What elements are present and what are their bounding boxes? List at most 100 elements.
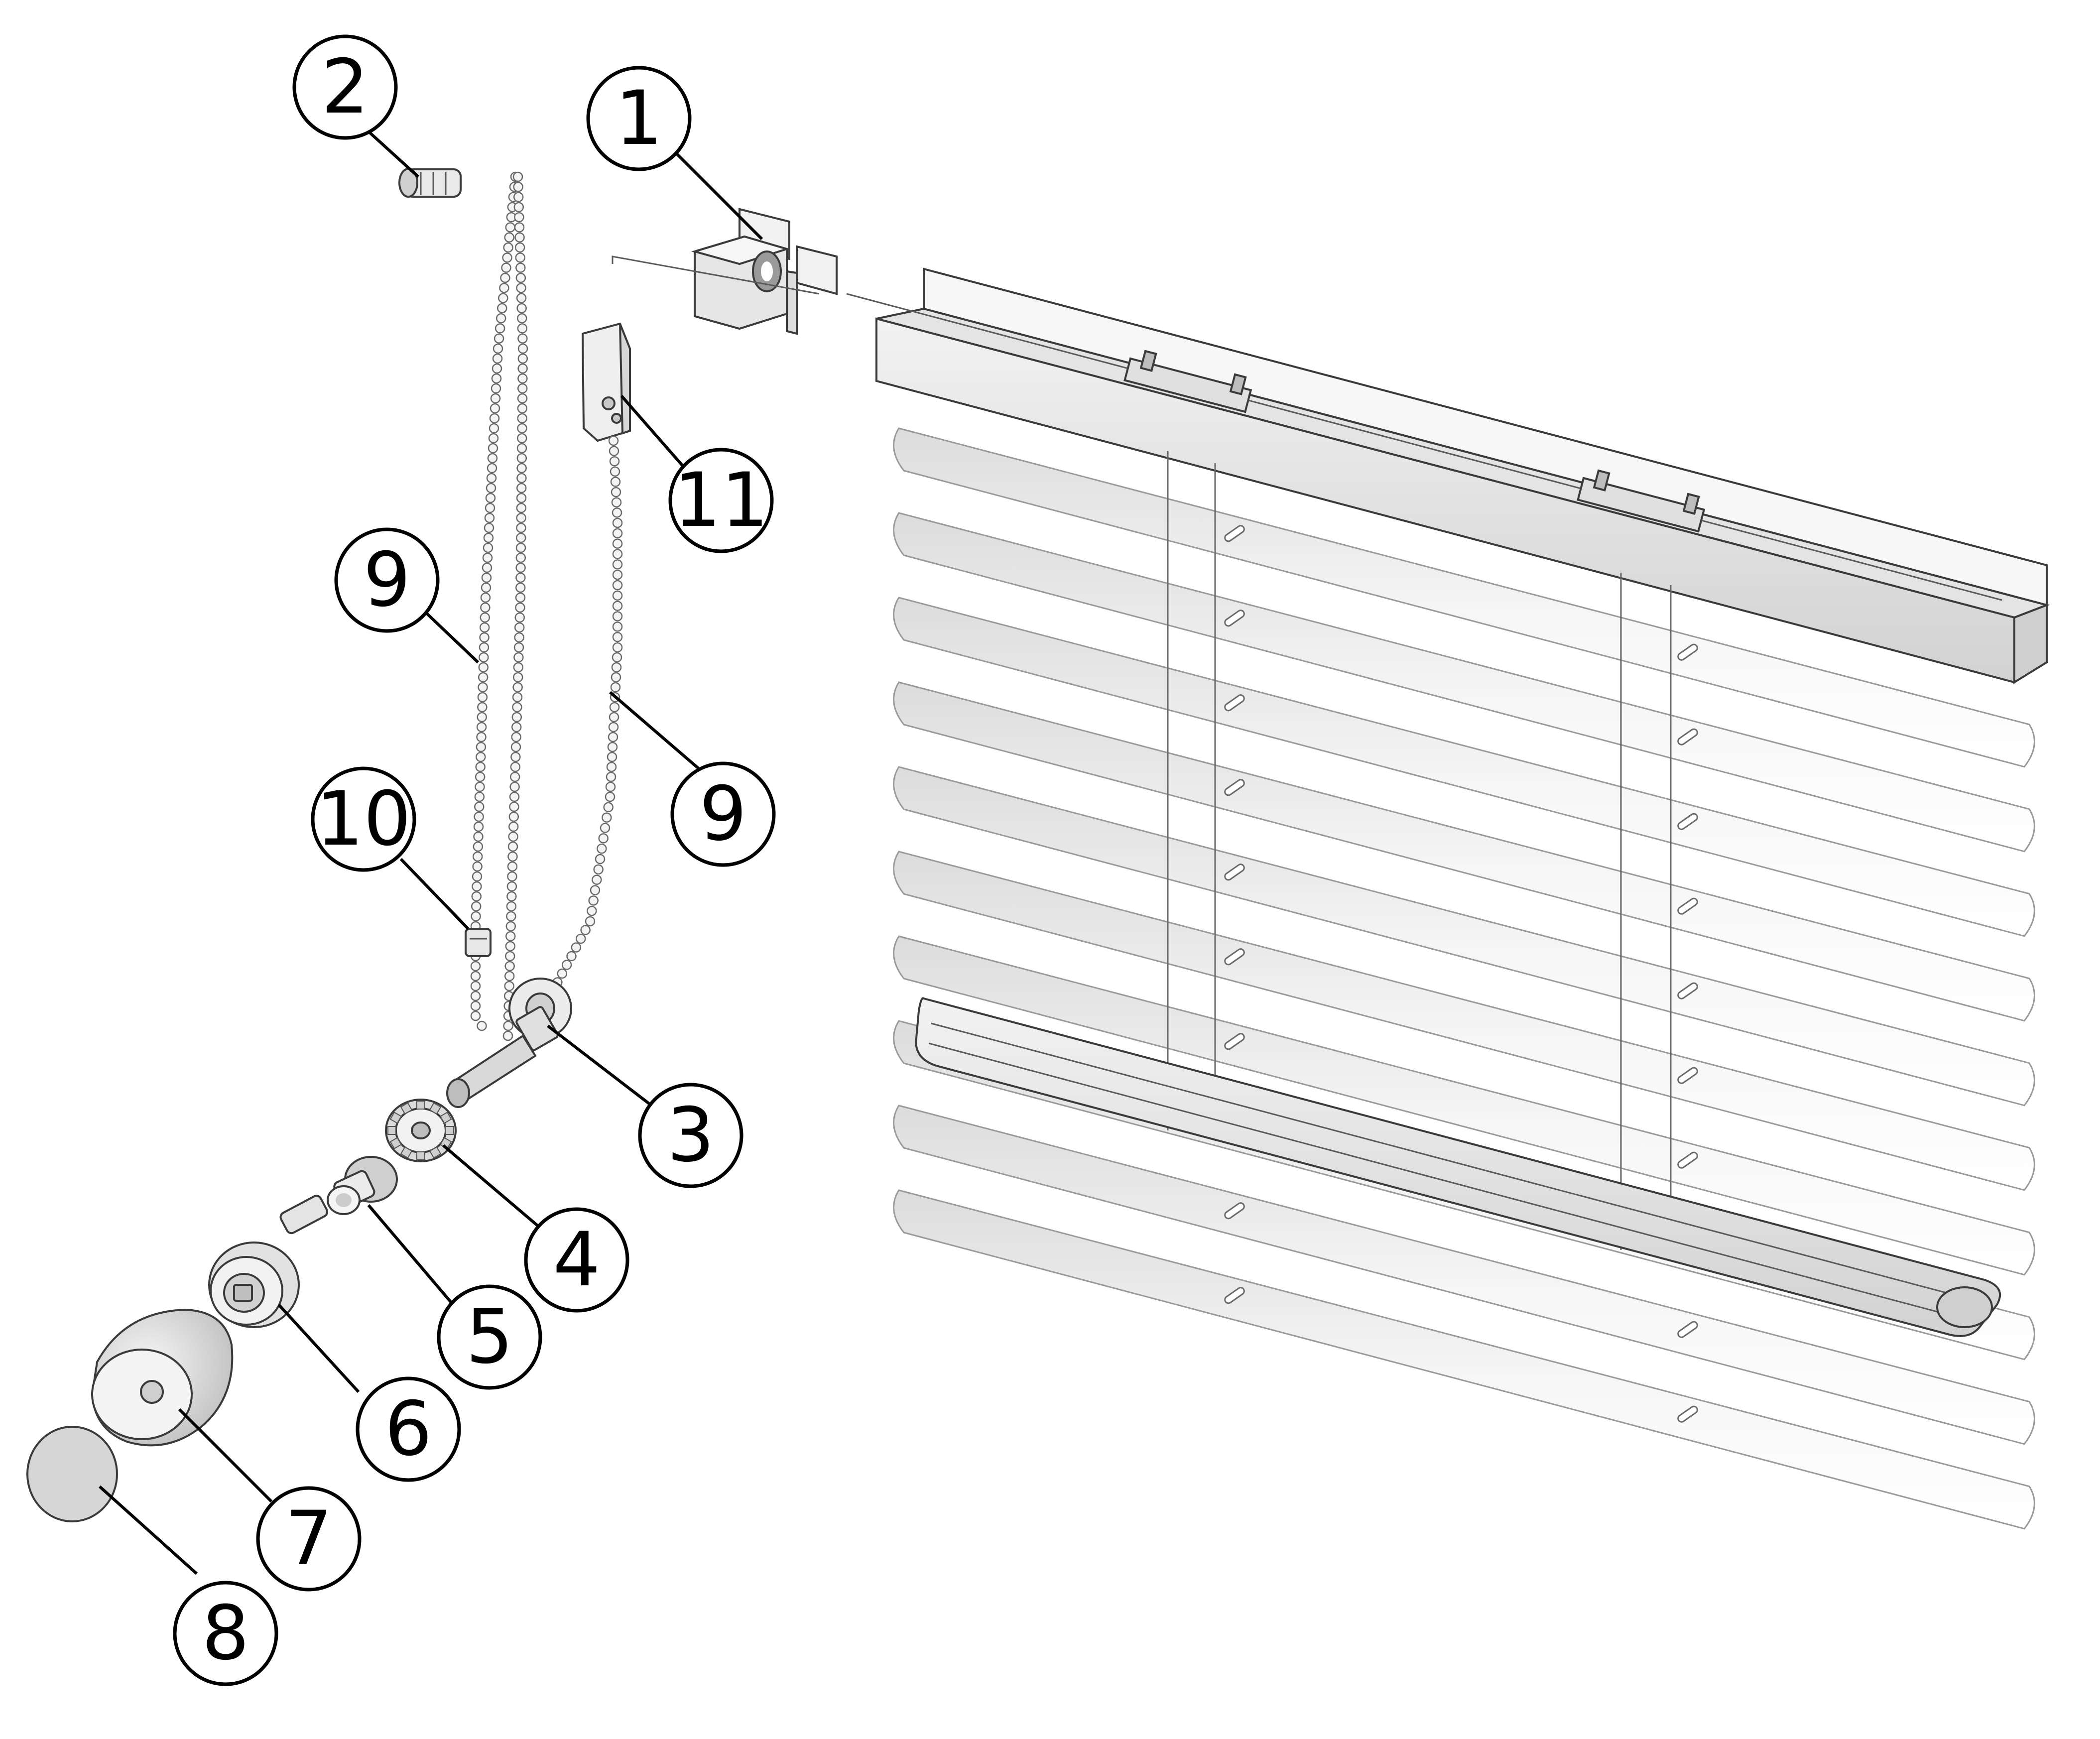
chain-bead: [506, 881, 517, 892]
sleeve-part-5: [327, 1156, 398, 1215]
chain-bead: [483, 532, 494, 543]
cord-guide-part-11: [581, 255, 820, 442]
chain-bead: [608, 435, 619, 446]
chain-bead: [480, 612, 491, 623]
chain-bead: [514, 632, 524, 643]
leader-7: [178, 1408, 273, 1503]
slat: [893, 1189, 2035, 1530]
chain-bead: [611, 672, 621, 683]
chain-stop-part-10: [465, 928, 492, 957]
slat-cord-hole: [1677, 728, 1698, 745]
chain-bead: [482, 562, 493, 573]
chain-bead: [472, 871, 483, 882]
callouts: 1 2 3 4 5 6 7 8: [173, 34, 776, 1686]
chain-bead: [470, 971, 481, 982]
chain-bead: [515, 562, 526, 573]
chain-bead: [470, 1000, 481, 1011]
chain-bead: [611, 497, 622, 507]
chain-bead: [512, 682, 523, 693]
chain-bead: [485, 493, 496, 503]
chain-bead: [471, 891, 482, 902]
chain-bead: [508, 811, 519, 822]
leader-9b: [609, 691, 701, 771]
chain-bead: [609, 702, 620, 713]
chain-bead: [512, 672, 523, 683]
chain-bead: [479, 652, 489, 663]
chain-bead: [502, 252, 512, 263]
chain-bead: [612, 538, 623, 549]
chain-bead: [517, 403, 528, 414]
slat-cord-hole: [1224, 610, 1245, 627]
callout-6: 6: [356, 1376, 461, 1482]
chain-bead: [474, 811, 484, 822]
chain-bead: [480, 592, 491, 603]
leader-2: [362, 125, 420, 178]
chain-bead: [612, 590, 623, 601]
chain-bead: [504, 971, 515, 982]
callout-3-label: 3: [667, 1092, 714, 1179]
chain-bead: [580, 925, 591, 935]
leader-5: [367, 1204, 455, 1306]
chain-bead: [608, 722, 619, 733]
chain-bead: [606, 761, 617, 772]
chain-bead: [612, 601, 623, 611]
chain-bead: [607, 742, 618, 752]
chain-bead: [511, 732, 521, 743]
chain-bead: [588, 895, 599, 906]
chain-bead: [484, 512, 495, 523]
gear-tooth: [429, 1146, 442, 1159]
chain-bead: [611, 487, 621, 497]
chain-bead: [610, 466, 620, 477]
chain-bead: [490, 403, 500, 414]
leader-9a: [424, 611, 480, 664]
end-cover-part-8: [26, 1426, 118, 1522]
chain-bead: [492, 353, 503, 364]
slat-cord-hole: [1677, 1405, 1698, 1423]
callout-1-label: 1: [615, 75, 662, 162]
chain-bead: [516, 313, 527, 324]
chain-bead: [612, 652, 622, 663]
chain-bead: [504, 981, 514, 992]
leader-11: [620, 395, 686, 469]
chain-bead: [513, 202, 524, 213]
chain-bead: [504, 961, 515, 972]
chain-bead: [516, 512, 526, 523]
chain-bead: [504, 951, 515, 962]
chain-bead: [479, 622, 490, 633]
chain-bead: [505, 222, 515, 233]
chain-bead: [492, 363, 502, 374]
chain-bead: [509, 771, 520, 782]
chain-bead: [607, 751, 618, 762]
chain-bead: [515, 272, 526, 283]
chain-bead: [474, 801, 485, 812]
chain-bead: [480, 602, 491, 613]
chain-bead: [511, 712, 522, 723]
chain-bead: [506, 901, 517, 912]
chain-bead: [475, 781, 485, 792]
chain-bead: [514, 222, 525, 233]
chain-bead: [473, 841, 484, 852]
chain-bead: [516, 522, 526, 533]
chain-bead: [473, 821, 484, 832]
chain-bead: [505, 921, 516, 932]
chain-bead: [481, 582, 492, 593]
chain-bead: [566, 951, 577, 962]
chain-bead: [515, 532, 526, 543]
chain-bead: [610, 477, 621, 487]
chain-bead: [475, 771, 486, 782]
chain-bead: [477, 702, 488, 713]
chain-bead: [605, 791, 616, 802]
chain-bead: [612, 507, 622, 518]
slat-cord-hole: [1224, 864, 1245, 881]
chain-bead: [512, 702, 522, 713]
chain-bead: [482, 552, 493, 563]
callout-9-left: 9: [334, 527, 440, 633]
chain-bead: [514, 212, 524, 223]
chain-bead: [585, 916, 596, 927]
mounting-bracket: [691, 208, 838, 335]
slat-cord-hole: [1677, 813, 1698, 830]
chain-bead: [501, 262, 511, 273]
chain-bead: [516, 282, 526, 293]
callout-5-label: 5: [466, 1294, 513, 1380]
chain-bead: [612, 631, 623, 642]
